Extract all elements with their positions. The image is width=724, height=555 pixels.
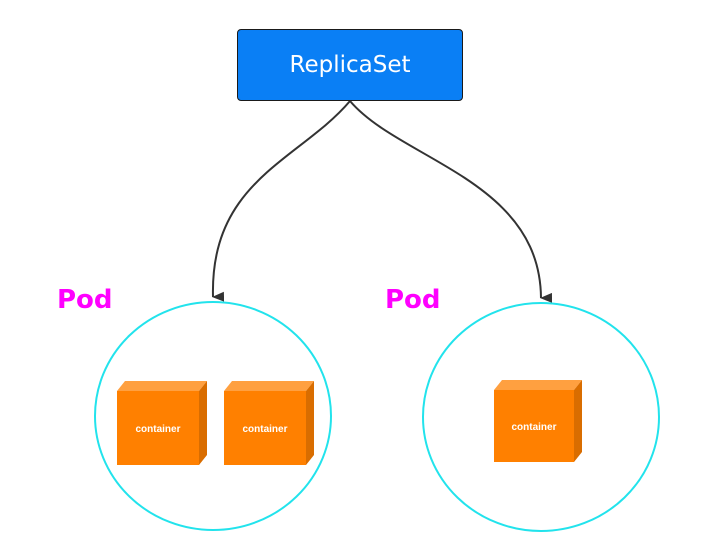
container-cube-icon: container xyxy=(224,381,314,465)
connector-replicaset-to-pod-1 xyxy=(211,100,351,302)
container-label: container xyxy=(242,424,287,435)
pod-label: Pod xyxy=(57,285,113,315)
pod-label: Pod xyxy=(385,285,441,315)
container-label: container xyxy=(511,422,556,433)
replicaset-label: ReplicaSet xyxy=(289,52,411,78)
container-label: container xyxy=(135,424,180,435)
pod-circle-1 xyxy=(94,301,332,531)
container-cube-icon: container xyxy=(117,381,207,465)
container-cube-icon: container xyxy=(494,380,582,462)
pod-circle-2 xyxy=(422,302,660,532)
replicaset-node: ReplicaSet xyxy=(237,29,463,101)
connector-replicaset-to-pod-2 xyxy=(349,100,553,303)
